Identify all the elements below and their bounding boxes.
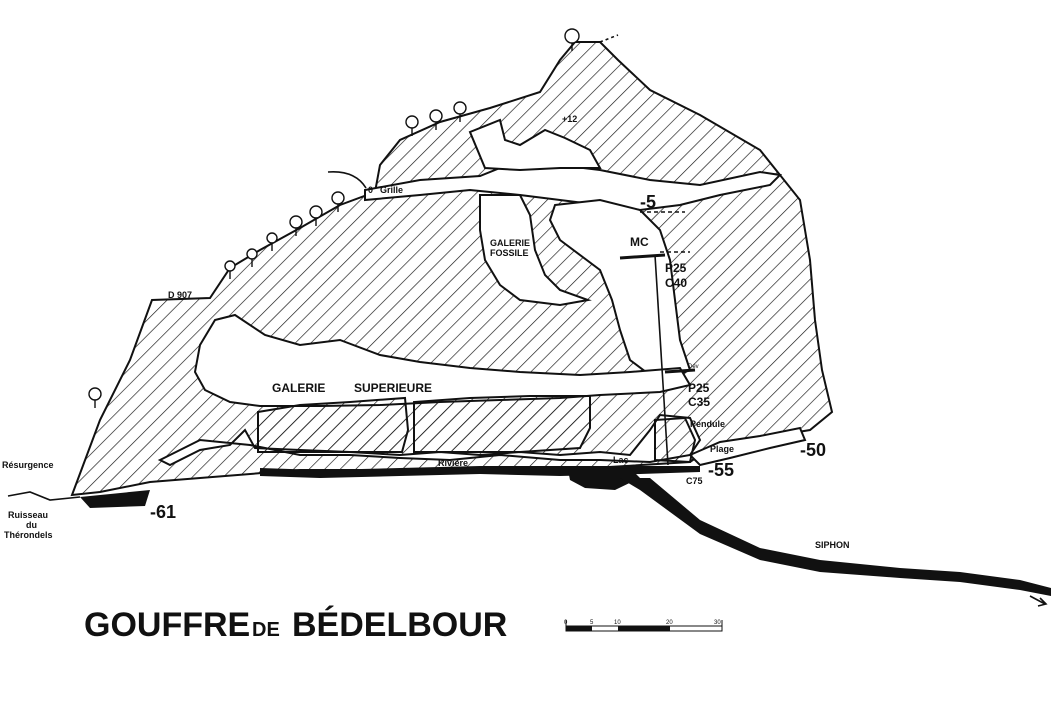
galerie-fossile — [479, 194, 592, 307]
surface-trees — [88, 28, 580, 408]
pillar-2 — [413, 395, 591, 453]
downstream-gallery — [688, 426, 807, 467]
pillar-3 — [654, 416, 697, 464]
line-work — [7, 34, 1048, 607]
entrance-depth: 0 — [368, 185, 373, 195]
ledge-1 — [619, 253, 666, 260]
c40-label: C40 — [665, 276, 687, 290]
pendule-label: Pendule — [690, 419, 725, 429]
ruisseau-line3: Thérondels — [4, 530, 53, 540]
pillar-1 — [257, 396, 410, 453]
dev-label: Dév — [688, 364, 699, 370]
siphon-channel — [620, 478, 1051, 596]
galerie-fossile-line1: GALERIE — [490, 238, 530, 248]
scale-10: 10 — [614, 620, 621, 626]
title-bedelbour: BÉDELBOUR — [292, 606, 507, 644]
ledge-2 — [664, 368, 696, 374]
depth-minus61: -61 — [150, 502, 176, 522]
road-label: D 907 — [168, 290, 192, 300]
galerie-superieure — [193, 313, 692, 407]
depth-minus55: -55 — [708, 460, 734, 480]
grille-label: Grille — [380, 185, 403, 195]
ruisseau-line1: Ruisseau — [8, 510, 48, 520]
surface-dotted — [599, 34, 619, 43]
scale-0: 0 — [564, 620, 568, 626]
ruisseau-stream — [7, 491, 81, 501]
upper-fossil-branch — [468, 118, 602, 172]
tree-icon — [429, 109, 443, 130]
title-gouffre: GOUFFRE — [84, 606, 250, 644]
ruisseau-line2: du — [26, 520, 37, 530]
c75-label: C75 — [686, 476, 703, 486]
scale-bar: 0 5 10 20 30 — [564, 620, 723, 632]
lake — [568, 468, 640, 490]
mc-label: MC — [630, 235, 649, 249]
scale-20: 20 — [666, 620, 673, 626]
tree-icon — [266, 232, 278, 251]
water — [80, 466, 1051, 596]
siphon-arrow — [1029, 595, 1048, 607]
tree-icon — [289, 215, 303, 236]
resurgence-pool — [80, 490, 150, 508]
lac-label: Lac — [613, 455, 629, 465]
p25-top-label: P25 — [665, 261, 687, 275]
tree-icon — [331, 191, 345, 212]
tree-icon — [88, 387, 102, 408]
tree-icon — [309, 205, 323, 226]
scale-5: 5 — [590, 620, 594, 626]
depth-minus50: -50 — [800, 440, 826, 460]
riviere-label: Rivière — [438, 458, 468, 468]
depth-minus5: -5 — [640, 192, 656, 212]
tree-icon — [405, 115, 419, 136]
shaft-p25-rope — [654, 254, 669, 466]
entrance-arrow — [327, 171, 367, 189]
c35-label: C35 — [688, 395, 710, 409]
tree-icon — [453, 101, 467, 122]
title-de: DE — [252, 619, 280, 641]
scale-30: 30 — [714, 620, 721, 626]
siphon-label: SIPHON — [815, 540, 850, 550]
galerie-label: GALERIE — [272, 381, 325, 395]
resurgence-label: Résurgence — [2, 460, 54, 470]
tree-icon — [246, 248, 258, 267]
tree-icon — [564, 28, 580, 51]
plage-label: Plage — [710, 444, 734, 454]
galerie-fossile-line2: FOSSILE — [490, 248, 529, 258]
tree-icon — [224, 260, 236, 279]
p25-bottom-label: P25 — [688, 381, 710, 395]
plus12-label: +12 — [562, 114, 577, 124]
superieure-label: SUPERIEURE — [354, 381, 432, 395]
